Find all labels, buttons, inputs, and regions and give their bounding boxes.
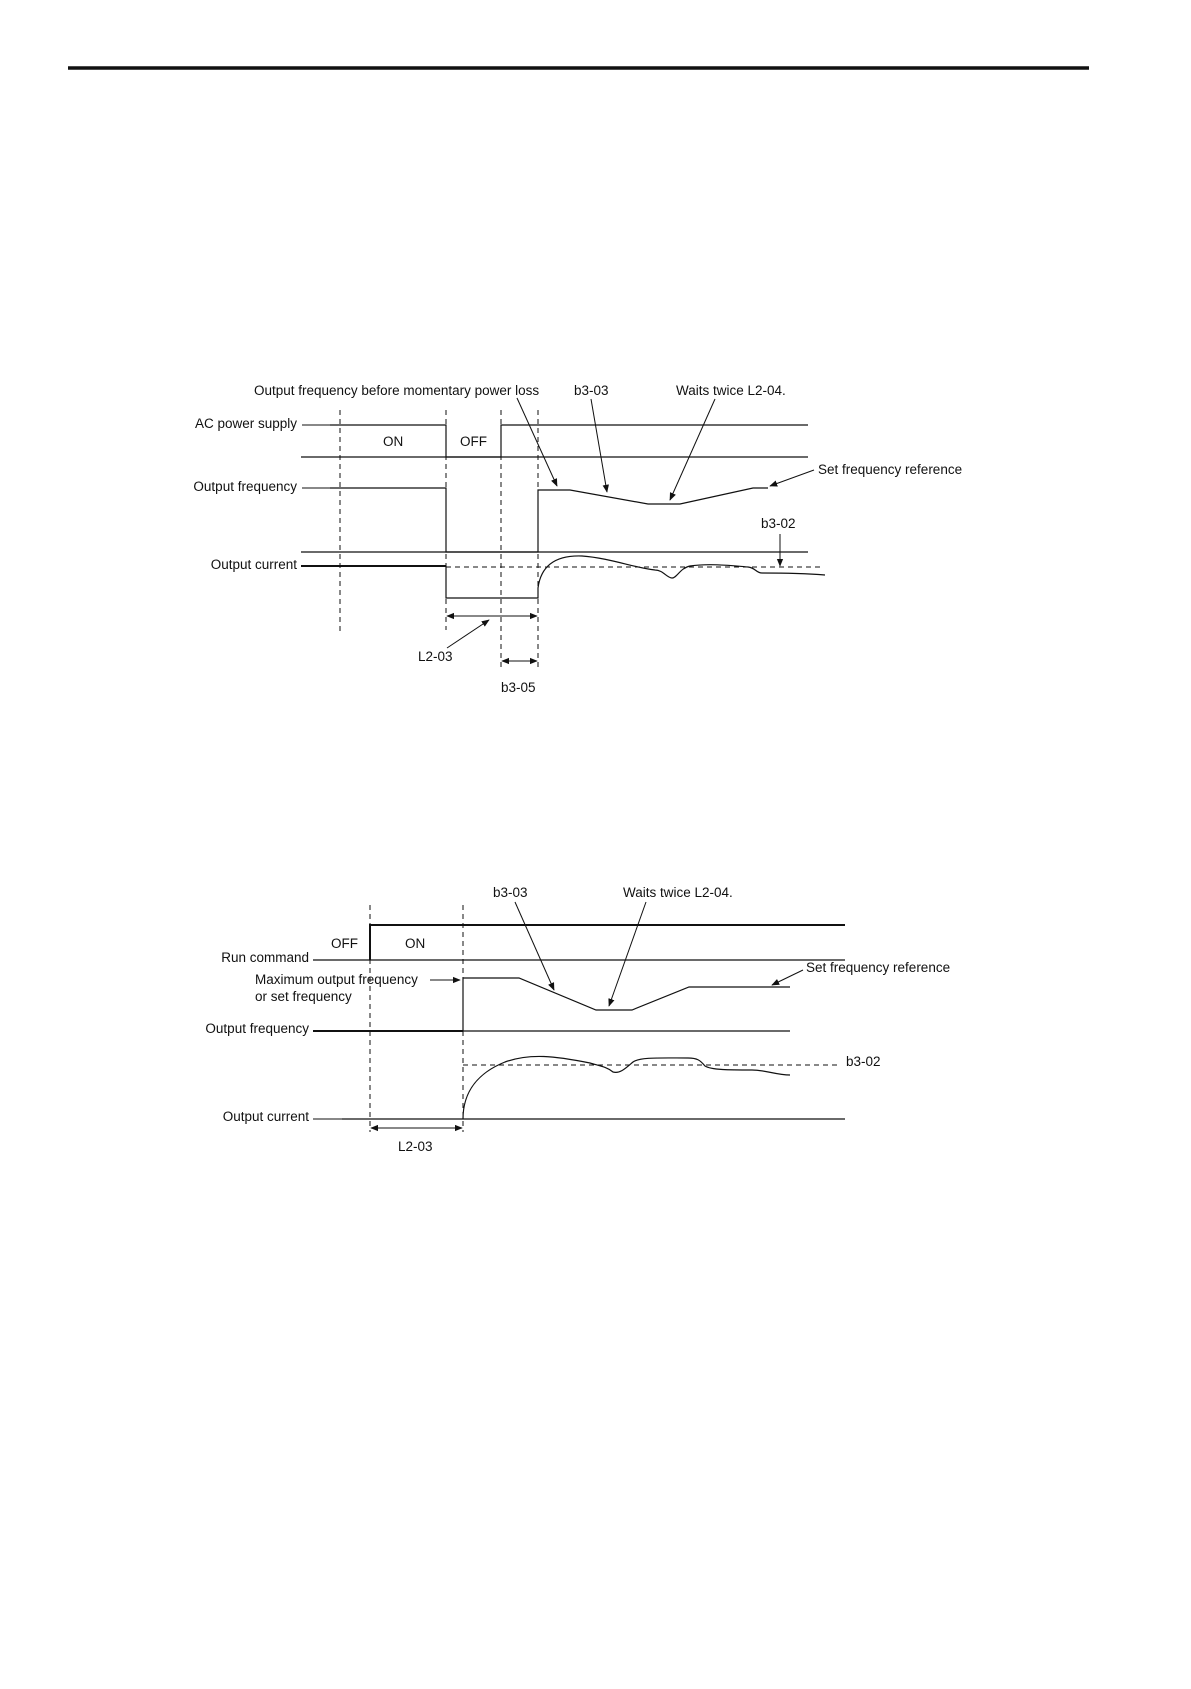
ac-on-label: ON	[383, 434, 403, 449]
max-freq-label-line1: Maximum output frequency	[255, 972, 418, 987]
label-output-frequency-2: Output frequency	[205, 1021, 309, 1036]
run-off-label: OFF	[331, 936, 358, 951]
set-freq-ref-label: Set frequency reference	[818, 462, 962, 477]
label-ac-power-supply: AC power supply	[195, 416, 297, 431]
set-freq-ref-arrow	[769, 469, 815, 487]
label-run-command: Run command	[221, 950, 309, 965]
output-frequency-waveform	[330, 487, 768, 553]
waits-twice-arrow	[669, 398, 716, 501]
set-freq-ref-arrow-2	[771, 969, 804, 986]
b3-03-label-2: b3-03	[493, 885, 528, 900]
l2-03-label-1: L2-03	[418, 649, 453, 664]
l2-03-label-2: L2-03	[398, 1139, 433, 1154]
waits-twice-label-2: Waits twice L2-04.	[623, 885, 733, 900]
freq-before-loss-label: Output frequency before momentary power …	[254, 383, 539, 398]
output-frequency-waveform-2	[462, 977, 790, 1031]
timing-diagram-run-command: Run command Output frequency Output curr…	[205, 885, 950, 1154]
waits-twice-arrow-2	[608, 901, 647, 1007]
b3-03-arrow-2	[514, 901, 555, 991]
set-freq-ref-label-2: Set frequency reference	[806, 960, 950, 975]
ac-off-label: OFF	[460, 434, 487, 449]
output-current-waveform	[445, 555, 826, 599]
b3-03-label: b3-03	[574, 383, 609, 398]
b3-02-label-2: b3-02	[846, 1054, 881, 1069]
b3-02-label-1: b3-02	[761, 516, 796, 531]
label-output-frequency: Output frequency	[193, 479, 297, 494]
max-freq-label-line2: or set frequency	[255, 989, 352, 1004]
run-on-label: ON	[405, 936, 425, 951]
b3-05-label: b3-05	[501, 680, 536, 695]
run-command-waveform	[369, 924, 845, 960]
b3-03-arrow	[590, 398, 609, 493]
label-output-current-2: Output current	[223, 1109, 310, 1124]
l2-03-leader	[446, 619, 490, 649]
label-output-current: Output current	[211, 557, 298, 572]
waits-twice-label: Waits twice L2-04.	[676, 383, 786, 398]
timing-diagram-power-loss: AC power supply Output frequency Output …	[193, 383, 962, 695]
freq-before-loss-arrow	[516, 397, 558, 487]
output-current-waveform-2	[462, 1055, 791, 1120]
